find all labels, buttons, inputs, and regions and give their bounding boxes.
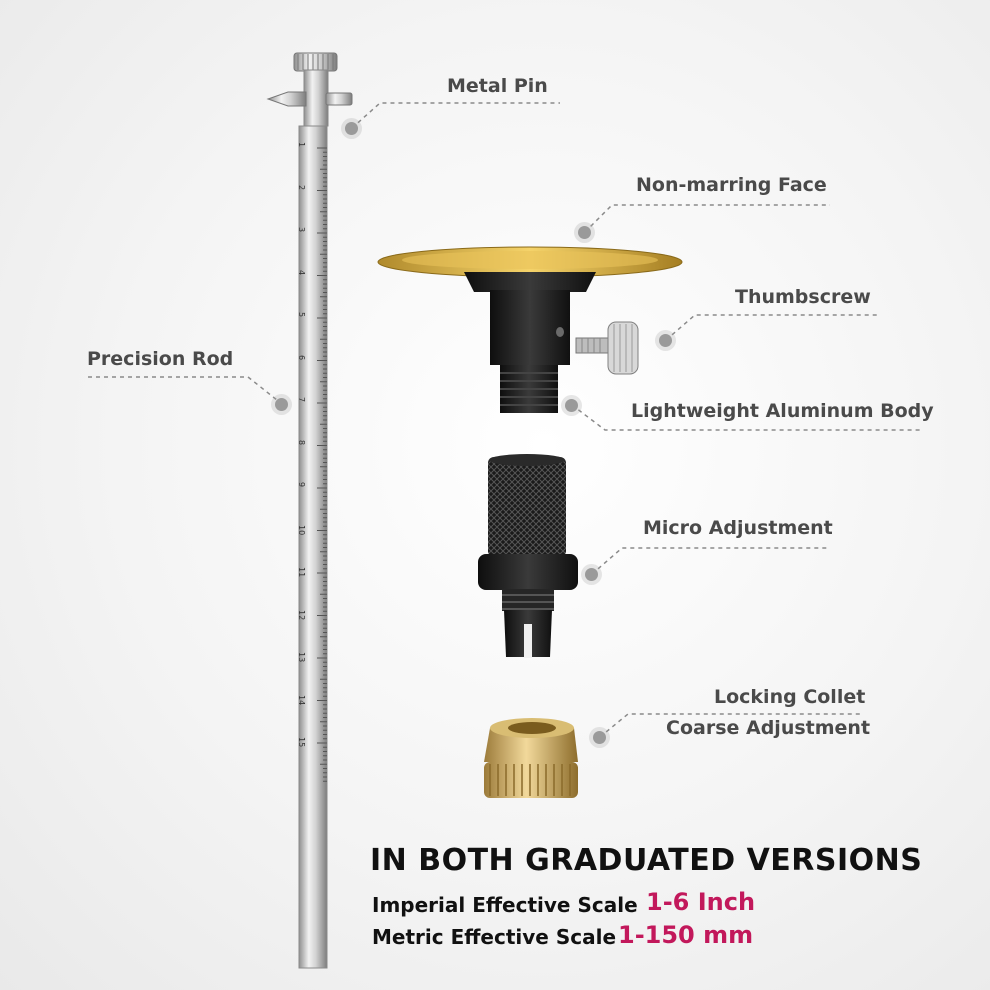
micro-dot [585, 568, 598, 581]
metal-pin-leader [351, 102, 560, 129]
rod-tick-label: 8 [297, 439, 306, 445]
metal-pin-dot [345, 122, 358, 135]
locking-collet-label: Locking Collet [714, 686, 866, 708]
thumbscrew-leader [665, 314, 880, 341]
micro-adjustment-part [478, 454, 578, 658]
locking-collet-part [484, 718, 578, 798]
rod-tick-label: 13 [297, 652, 306, 663]
rod-tick-label: 5 [297, 312, 306, 318]
rod-tick-label: 3 [297, 227, 306, 233]
lightweight-body-label: Lightweight Aluminum Body [631, 400, 934, 422]
non-marring-face-assembly [377, 246, 683, 413]
body-dot [565, 399, 578, 412]
imperial-scale-label: Imperial Effective Scale [372, 893, 638, 917]
face-dot [578, 226, 591, 239]
rod-tick-label: 14 [297, 694, 306, 705]
body-leader [571, 404, 920, 431]
rod-tick-label: 6 [297, 354, 306, 360]
rod-tick-label: 12 [297, 609, 306, 620]
collet-leader [599, 713, 862, 738]
rod-tick-label: 4 [297, 269, 306, 275]
rod-tick-label: 10 [297, 524, 306, 535]
thumbscrew-dot [659, 334, 672, 347]
rod-tick-label: 1 [297, 142, 306, 148]
precision-rod [266, 52, 353, 969]
precision-rod-label: Precision Rod [87, 348, 234, 370]
non-marring-face-label: Non-marring Face [636, 174, 827, 196]
metric-scale-label: Metric Effective Scale [372, 925, 617, 949]
imperial-scale-value: 1-6 Inch [646, 888, 756, 916]
coarse-adjustment-label: Coarse Adjustment [666, 717, 871, 739]
micro-leader [591, 547, 830, 575]
rod-tick-label: 2 [297, 184, 306, 190]
rod-dot [275, 398, 288, 411]
micro-adjustment-label: Micro Adjustment [643, 517, 833, 539]
headline: IN BOTH GRADUATED VERSIONS [370, 843, 923, 878]
metal-pin-label: Metal Pin [447, 75, 548, 97]
rod-tick-label: 9 [297, 482, 306, 488]
face-leader [584, 204, 830, 233]
rod-tick-label: 11 [297, 567, 306, 578]
collet-dot [593, 731, 606, 744]
rod-tick-label: 15 [297, 737, 306, 748]
metric-scale-value: 1-150 mm [618, 921, 754, 949]
thumbscrew-label: Thumbscrew [735, 286, 871, 308]
rod-leader [88, 376, 283, 405]
rod-tick-label: 7 [297, 397, 306, 403]
